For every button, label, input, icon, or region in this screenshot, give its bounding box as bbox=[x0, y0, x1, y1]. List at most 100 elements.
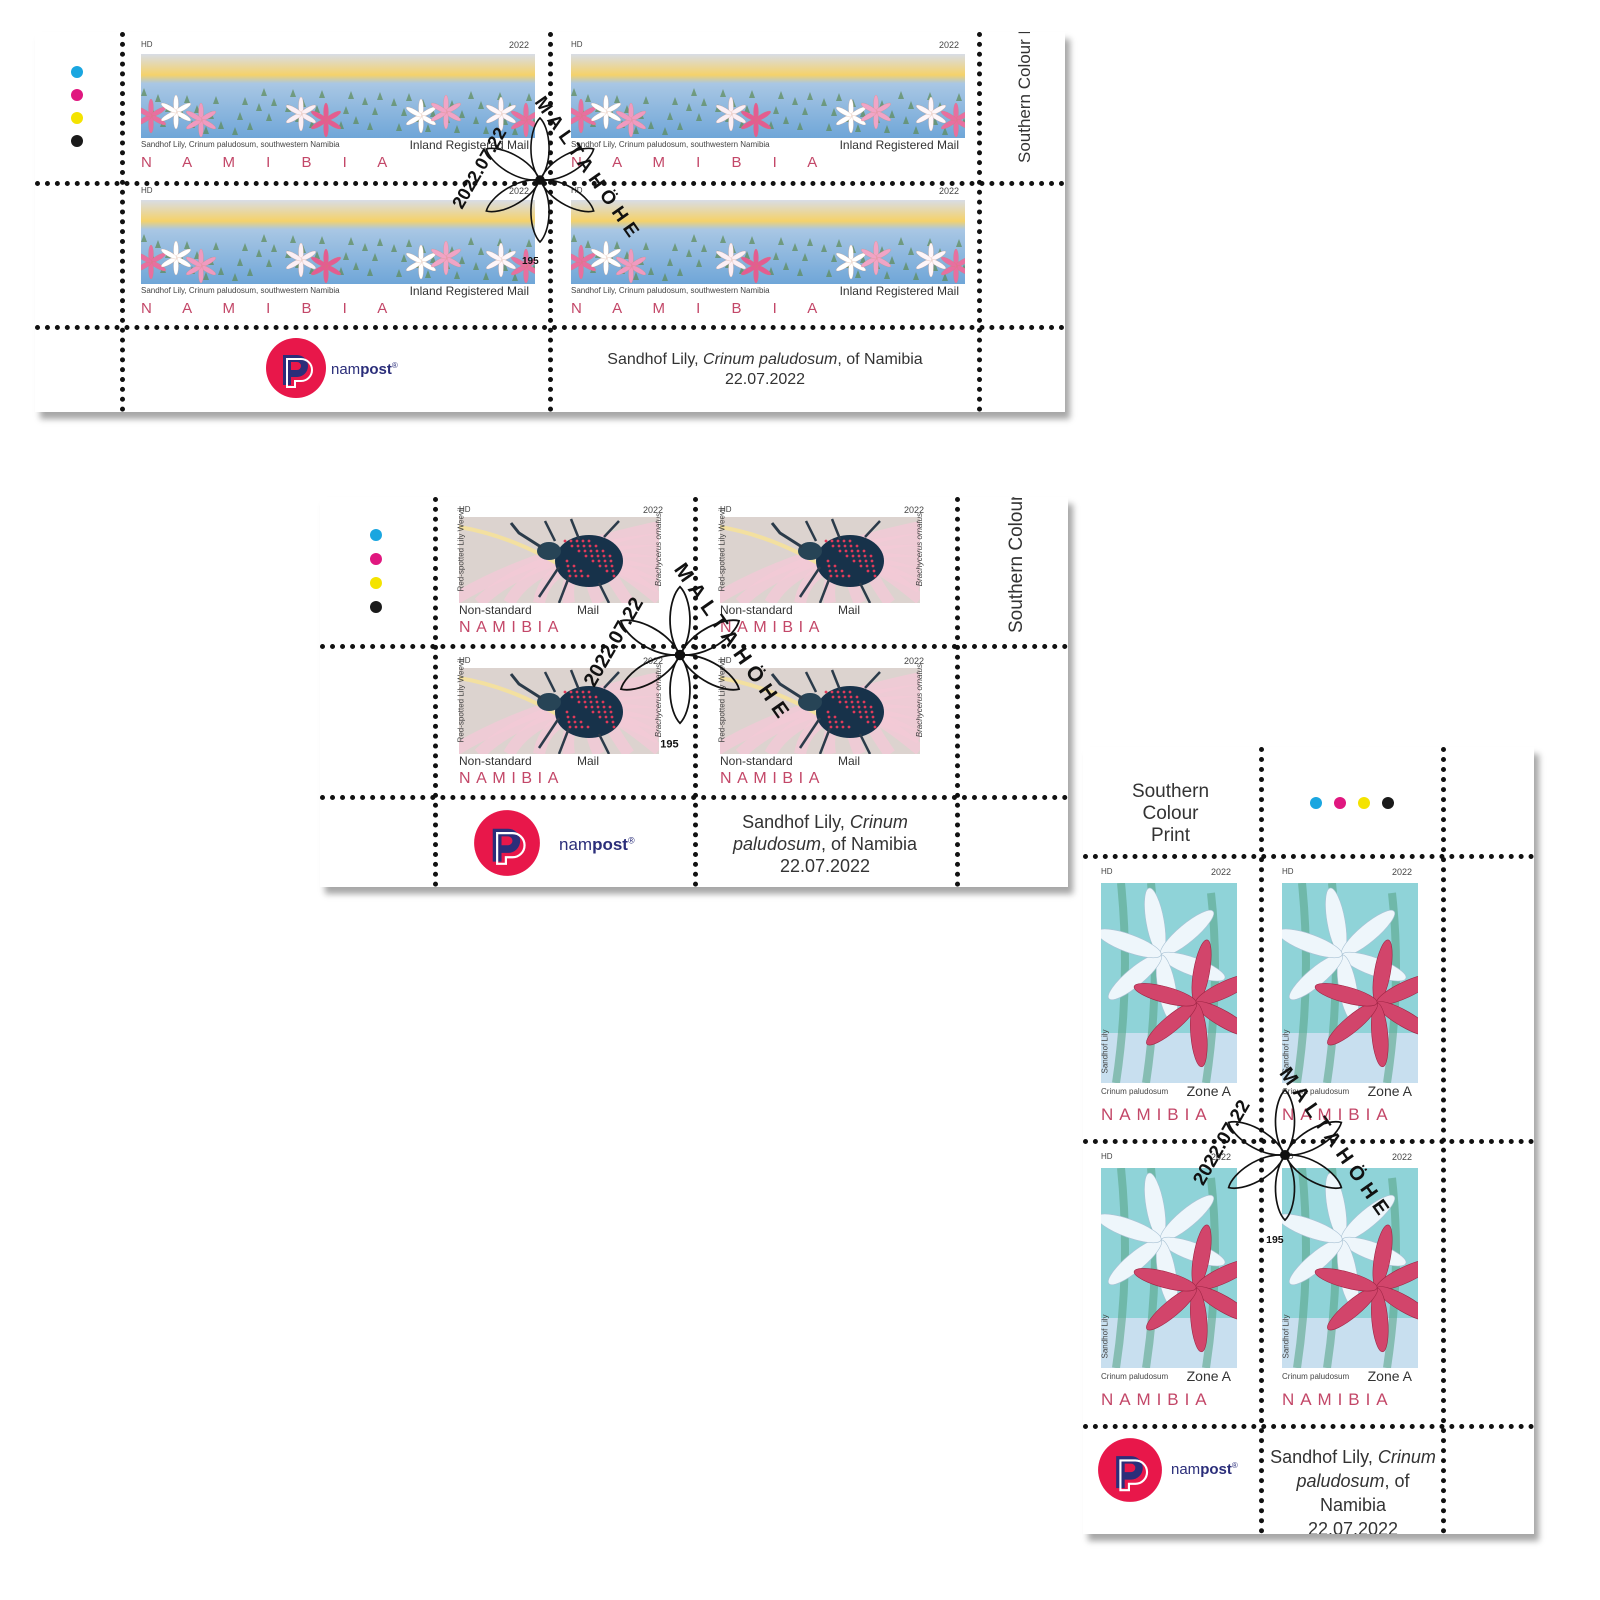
stamp-denomination: Zone A bbox=[1367, 1083, 1412, 1099]
cyan-dot bbox=[71, 66, 83, 78]
magenta-dot bbox=[1334, 797, 1346, 809]
stamp-side-label: Brachycerus ornatus bbox=[914, 663, 924, 738]
printer-mark: HD bbox=[571, 186, 583, 195]
stamp-country: NAMIBIA bbox=[1282, 1390, 1394, 1409]
stamp-country: N A M I B I A bbox=[141, 154, 401, 171]
stamp-side-label: Red-spotted Lily Weevil bbox=[456, 507, 466, 592]
printer-mark: HD bbox=[1282, 1152, 1294, 1161]
stamp-side-label: Sandhof Lily bbox=[1100, 1314, 1110, 1359]
meadow-illustration bbox=[571, 54, 965, 138]
weevil-illustration bbox=[459, 668, 659, 754]
stamp-side-label: Brachycerus ornatus bbox=[914, 512, 924, 587]
stamp-year: 2022 bbox=[1391, 867, 1412, 877]
stamp-denomination: Mail bbox=[577, 754, 600, 768]
stamp-denomination: Non-standard bbox=[459, 603, 532, 617]
stamp-country: N A M I B I A bbox=[141, 300, 401, 317]
black-dot bbox=[1382, 797, 1394, 809]
stamp-denomination: Zone A bbox=[1186, 1083, 1231, 1099]
cyan-dot bbox=[370, 529, 382, 541]
yellow-dot bbox=[370, 577, 382, 589]
stamp-side-label: Sandhof Lily bbox=[1281, 1029, 1291, 1074]
stamp-side-label: Sandhof Lily bbox=[1100, 1029, 1110, 1074]
stamp: HD 2022 Red-spotted Lily Weevil Brachycerus… bbox=[706, 505, 938, 639]
printer-imprint: Southern Colour Print bbox=[1015, 32, 1034, 163]
printer-mark: HD bbox=[571, 40, 583, 49]
stamp-year: 2022 bbox=[1391, 1152, 1412, 1162]
stamp-denomination: Mail bbox=[838, 754, 861, 768]
stamp-side-label: Red-spotted Lily Weevil bbox=[456, 658, 466, 743]
stamp-side-label: Brachycerus ornatus bbox=[653, 663, 663, 738]
stamp-year: 2022 bbox=[642, 505, 663, 515]
stamp-caption: Crinum paludosum bbox=[1282, 1087, 1350, 1096]
stamp-year: 2022 bbox=[1210, 1152, 1231, 1162]
printer-mark: HD bbox=[720, 505, 732, 514]
stamp-denomination: Mail bbox=[838, 603, 861, 617]
meadow-illustration bbox=[141, 200, 535, 284]
stamp-country: N A M I B I A bbox=[571, 154, 831, 171]
lily-illustration bbox=[1282, 1168, 1418, 1368]
nampost-logo: nampost® bbox=[265, 337, 415, 403]
meadow-illustration bbox=[571, 200, 965, 284]
weevil-illustration bbox=[720, 517, 920, 603]
sheet-caption: Sandhof Lily, Crinum paludosum, of Namib… bbox=[607, 351, 923, 388]
black-dot bbox=[370, 601, 382, 613]
black-dot bbox=[71, 135, 83, 147]
stamp-country: NAMIBIA bbox=[1101, 1390, 1213, 1409]
stamp-denomination: Zone A bbox=[1367, 1368, 1412, 1384]
stamp-year: 2022 bbox=[508, 186, 529, 196]
stamp-year: 2022 bbox=[938, 40, 959, 50]
stamp-side-label: Brachycerus ornatus bbox=[653, 512, 663, 587]
stamp-denomination: Non-standard bbox=[720, 754, 793, 768]
stamp-year: 2022 bbox=[508, 40, 529, 50]
printer-mark: HD bbox=[141, 186, 153, 195]
magenta-dot bbox=[370, 553, 382, 565]
stamp-denomination: Inland Registered Mail bbox=[409, 138, 529, 152]
stamp-country: NAMIBIA bbox=[720, 770, 825, 787]
printer-mark: HD bbox=[141, 40, 153, 49]
stamp-denomination: Zone A bbox=[1186, 1368, 1231, 1384]
stamp-caption: Sandhof Lily, Crinum paludosum, southwes… bbox=[141, 140, 340, 149]
stamp-side-label: Red-spotted Lily Weevil bbox=[717, 658, 727, 743]
stamp-country: NAMIBIA bbox=[720, 619, 825, 636]
stamp-year: 2022 bbox=[1210, 867, 1231, 877]
stamp-year: 2022 bbox=[903, 505, 924, 515]
printer-imprint: Southern Colour Print bbox=[1006, 497, 1027, 633]
stamp-caption: Sandhof Lily, Crinum paludosum, southwes… bbox=[571, 286, 770, 295]
printer-mark: HD bbox=[1282, 867, 1294, 876]
sheet-caption: Sandhof Lily, Crinum paludosum, of Namib… bbox=[732, 812, 918, 876]
stamp-denomination: Inland Registered Mail bbox=[839, 284, 959, 298]
stamp-caption: Crinum paludosum bbox=[1101, 1087, 1169, 1096]
stamp-country: NAMIBIA bbox=[1101, 1105, 1213, 1124]
weevil-illustration bbox=[720, 668, 920, 754]
cyan-dot bbox=[1310, 797, 1322, 809]
yellow-dot bbox=[1358, 797, 1370, 809]
meadow-illustration bbox=[141, 54, 535, 138]
stamp-year: 2022 bbox=[938, 186, 959, 196]
weevil-illustration bbox=[459, 517, 659, 603]
stamp-denomination: Mail bbox=[577, 603, 600, 617]
nampost-logo: nampost® bbox=[473, 809, 663, 879]
lily-illustration bbox=[1101, 883, 1237, 1083]
printer-mark: HD bbox=[1101, 1152, 1113, 1161]
stamp-caption: Sandhof Lily, Crinum paludosum, southwes… bbox=[571, 140, 770, 149]
stamp-country: NAMIBIA bbox=[459, 619, 564, 636]
stamp-side-label: Red-spotted Lily Weevil bbox=[717, 507, 727, 592]
stamp-caption: Sandhof Lily, Crinum paludosum, southwes… bbox=[141, 286, 340, 295]
stamp-denomination: Non-standard bbox=[720, 603, 793, 617]
lily-illustration bbox=[1101, 1168, 1237, 1368]
printer-mark: HD bbox=[1101, 867, 1113, 876]
stamp-denomination: Inland Registered Mail bbox=[839, 138, 959, 152]
stamp-denomination: Non-standard bbox=[459, 754, 532, 768]
stamp-year: 2022 bbox=[903, 656, 924, 666]
